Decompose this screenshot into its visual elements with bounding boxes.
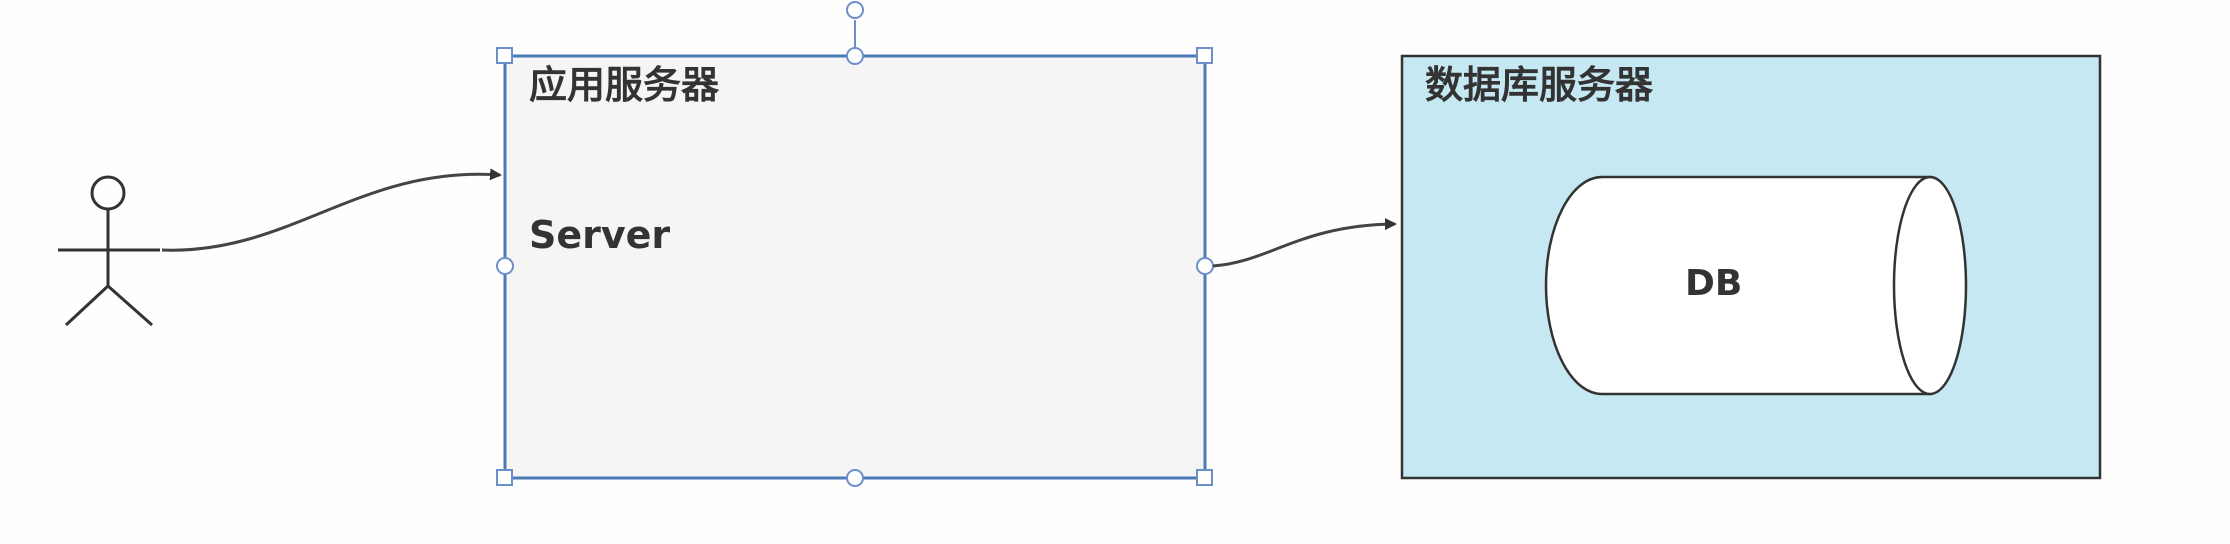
app-to-db-connector[interactable]	[1212, 218, 1397, 268]
db-cylinder-icon[interactable]	[1544, 175, 1968, 396]
resize-handle-left[interactable]	[496, 257, 514, 275]
actor-icon[interactable]	[58, 175, 160, 327]
resize-handle-bottom-left[interactable]	[496, 469, 513, 486]
app-server-title: 应用服务器	[529, 63, 720, 107]
resize-handle-bottom-right[interactable]	[1196, 469, 1213, 486]
resize-handle-top-right[interactable]	[1196, 47, 1213, 64]
rotate-handle[interactable]	[846, 1, 864, 19]
db-label: DB	[1685, 263, 1743, 304]
resize-handle-top[interactable]	[846, 47, 864, 65]
resize-handle-right[interactable]	[1196, 257, 1214, 275]
actor-to-app-connector[interactable]	[161, 168, 502, 252]
app-server-body-label: Server	[529, 213, 671, 257]
app-server-box[interactable]	[503, 54, 1207, 480]
resize-handle-top-left[interactable]	[496, 47, 513, 64]
resize-handle-bottom[interactable]	[846, 469, 864, 487]
db-server-title: 数据库服务器	[1425, 63, 1654, 107]
